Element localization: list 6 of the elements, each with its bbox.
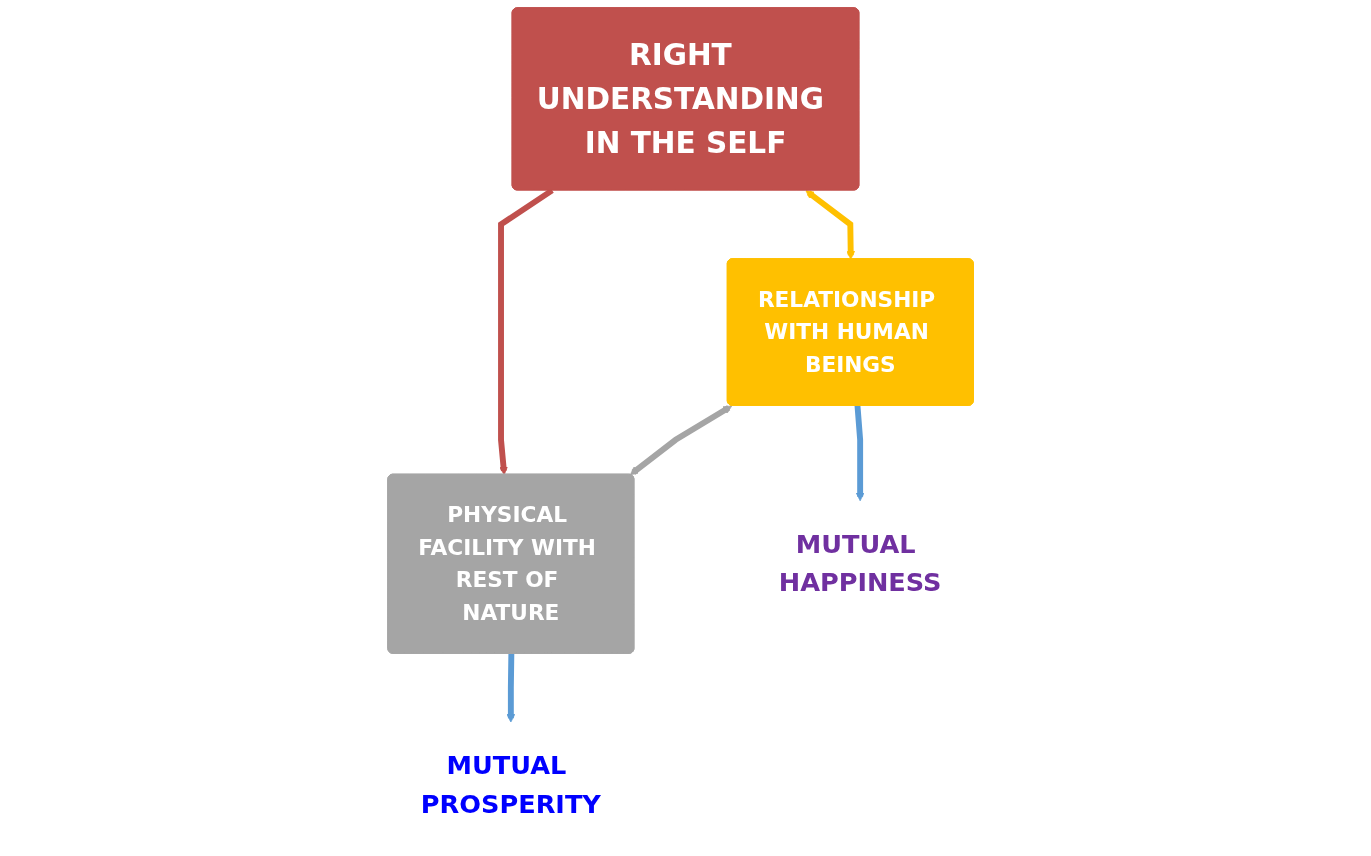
arrow <box>805 190 855 260</box>
arrow <box>506 653 516 723</box>
arrow <box>854 405 865 502</box>
arrow <box>629 405 733 476</box>
node-text: MUTUAL PROSPERITY <box>420 750 601 819</box>
node-text: MUTUAL HAPPINESS <box>778 529 942 598</box>
